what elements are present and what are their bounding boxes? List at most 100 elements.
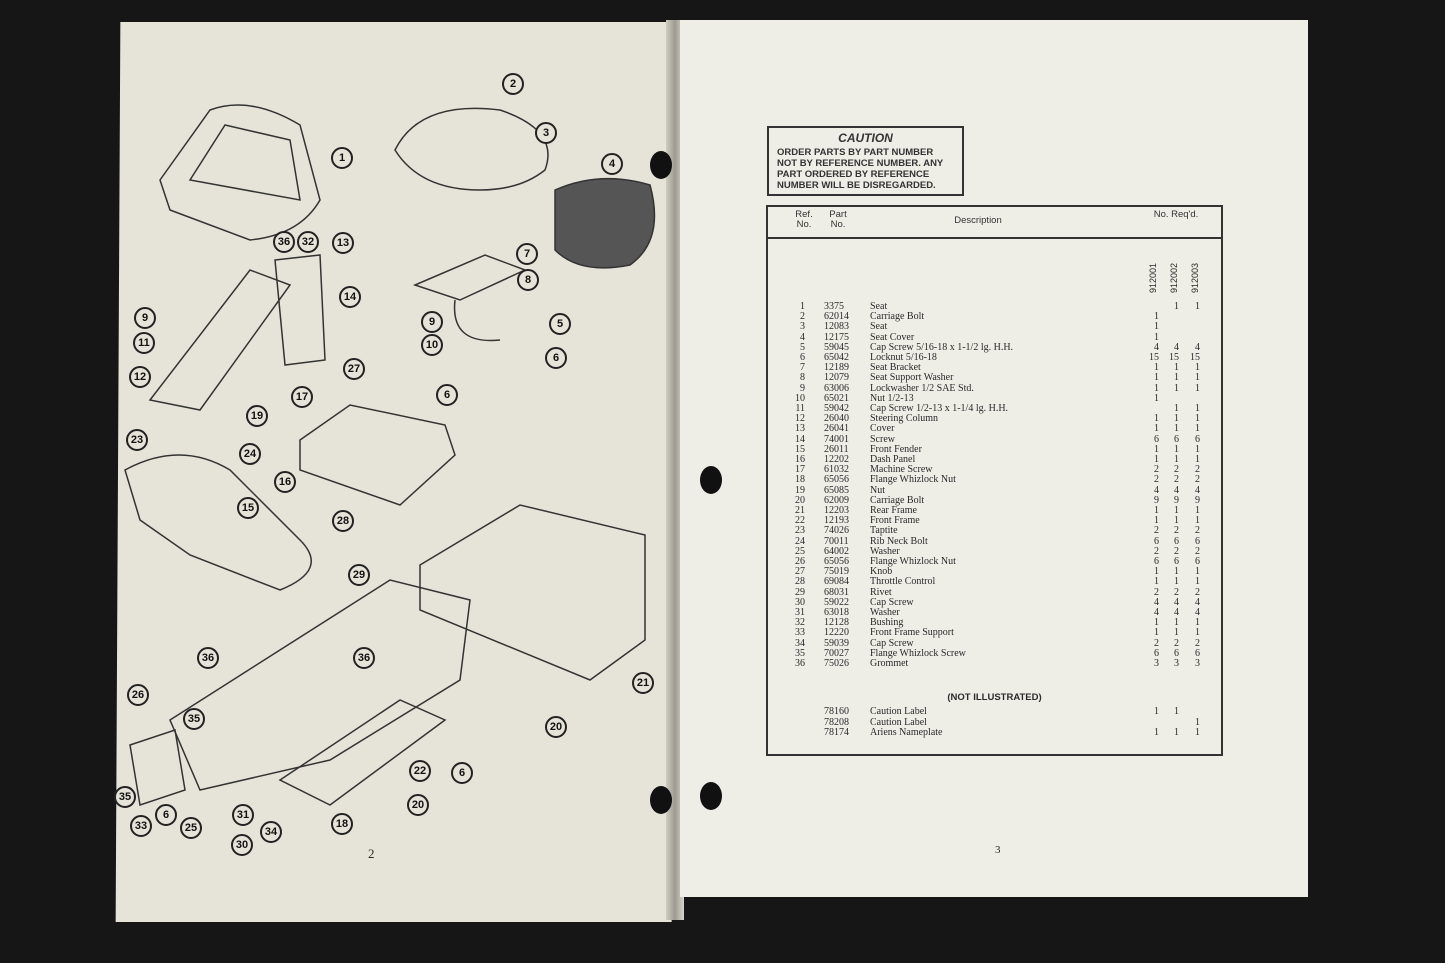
model-number: 912001 [1148,262,1158,293]
description-cell: Locknut 5/16-18 [870,352,937,363]
callout-number: 21 [632,672,654,694]
qty-912001-cell: 1 [1154,505,1159,516]
qty-912001-cell: 1 [1154,372,1159,384]
part-no-cell: 65085 [824,484,849,496]
ref-cell: 30 [795,596,805,608]
qty-912001-cell: 6 [1154,556,1159,567]
qty-912002-cell: 1 [1174,515,1179,527]
qty-912001-cell: 9 [1154,494,1159,506]
qty-912003-cell: 4 [1195,596,1200,608]
qty-912003-cell: 1 [1195,617,1200,629]
part-no-cell: 12203 [824,505,849,516]
qty-912002-cell: 9 [1174,494,1179,506]
part-no-cell: 62014 [824,311,849,323]
callout-number: 8 [517,269,539,291]
callout-number: 18 [331,813,353,835]
callout-number: 29 [348,564,370,586]
header-ref: Ref. No. [795,209,813,230]
qty-912001-cell: 1 [1154,423,1159,435]
qty-912001-cell: 1 [1154,311,1159,323]
ref-cell: 34 [795,637,805,649]
callout-number: 36 [273,231,295,253]
qty-912003-cell: 2 [1195,474,1200,486]
callout-number: 32 [297,231,319,253]
description-cell: Front Frame Support [870,627,954,639]
qty-912003-cell: 1 [1195,566,1200,578]
parts-table: Ref. No. Part No. Description No. Req'd.… [766,205,1223,756]
callout-number: 6 [545,347,567,369]
description-cell: Cap Screw [870,637,914,649]
qty-912001-cell: 1 [1154,331,1159,343]
callout-number: 23 [126,429,148,451]
ref-cell: 27 [795,566,805,578]
description-cell: Seat Cover [870,331,915,343]
description-cell: Rivet [870,586,892,598]
callout-number: 6 [155,804,177,826]
ref-cell: 21 [795,505,805,516]
ref-cell: 28 [795,576,805,588]
qty-912002-cell: 15 [1169,352,1179,363]
part-no-cell: 26040 [824,413,849,425]
qty-912002-cell: 2 [1174,525,1179,537]
description-cell: Flange Whizlock Nut [870,556,956,567]
description-cell: Steering Column [870,413,939,425]
qty-912003-cell: 2 [1195,637,1200,649]
qty-912002-cell: 1 [1174,566,1179,578]
part-no-cell: 74026 [824,525,849,537]
ref-cell: 24 [795,535,805,547]
qty-912001-cell: 6 [1154,535,1159,547]
qty-912003-cell: 2 [1195,464,1200,476]
part-no-cell: 12189 [824,362,849,374]
qty-912001-cell: 1 [1154,706,1159,717]
callout-number: 30 [231,834,253,856]
description-cell: Caution Label [870,706,927,717]
qty-912003-cell: 1 [1195,727,1200,738]
description-cell: Seat Support Washer [870,372,954,384]
qty-912002-cell: 4 [1174,484,1179,496]
ref-cell: 3 [800,321,805,333]
dash-panel-drawing [299,404,456,506]
part-no-cell: 70027 [824,647,849,659]
callout-number: 25 [180,817,202,839]
qty-912001-cell: 2 [1154,464,1159,476]
qty-912001-cell: 1 [1154,443,1159,455]
qty-912001-cell: 1 [1154,727,1159,738]
footrest-drawing [278,699,447,806]
part-no-cell: 26041 [824,423,849,435]
description-cell: Rib Neck Bolt [870,535,928,547]
qty-912003-cell: 1 [1195,454,1200,465]
qty-912002-cell: 1 [1174,706,1179,717]
qty-912001-cell: 1 [1154,627,1159,639]
callout-number: 3 [535,122,557,144]
qty-912003-cell: 6 [1195,433,1200,445]
part-no-cell: 59042 [824,403,849,414]
part-no-cell: 59045 [824,341,849,353]
part-no-cell: 65021 [824,392,849,404]
qty-912002-cell: 1 [1174,454,1179,465]
ref-cell: 25 [795,545,805,557]
front-frame-drawing [169,579,471,791]
qty-912001-cell: 2 [1154,474,1159,486]
qty-912002-cell: 1 [1174,372,1179,384]
description-cell: Throttle Control [870,576,936,588]
part-no-cell: 64002 [824,545,849,557]
description-cell: Screw [870,433,895,445]
ref-cell: 11 [795,403,805,414]
callout-number: 24 [239,443,261,465]
qty-912002-cell: 6 [1174,647,1179,659]
callout-number: 35 [183,708,205,730]
qty-912003-cell: 4 [1195,341,1200,353]
description-cell: Front Fender [870,443,922,455]
description-cell: Nut 1/2-13 [870,392,914,404]
seat-drawing-detail [188,124,301,201]
callout-number: 4 [601,153,623,175]
part-no-cell: 12128 [824,617,849,629]
part-no-cell: 68031 [824,586,849,598]
